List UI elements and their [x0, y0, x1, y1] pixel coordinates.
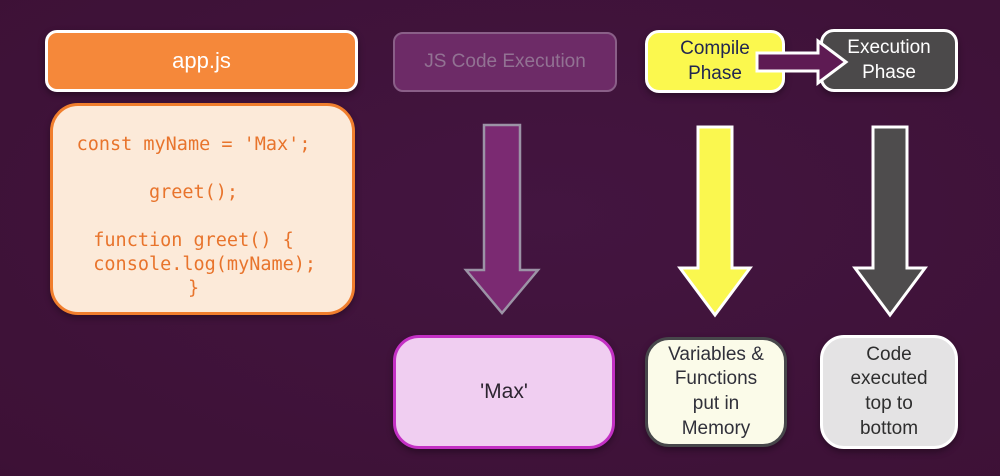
js-code-execution-label: JS Code Execution	[424, 51, 586, 72]
code-executed-label: Code executed top to bottom	[850, 343, 928, 439]
compile-phase-box: Compile Phase	[645, 30, 785, 93]
code-executed-box: Code executed top to bottom	[820, 335, 958, 449]
result-max-box: 'Max'	[393, 335, 615, 449]
memory-label: Variables & Functions put in Memory	[668, 343, 764, 439]
js-code-execution-box: JS Code Execution	[393, 32, 617, 92]
execution-phase-box: Execution Phase	[820, 29, 958, 92]
execution-phase-label: Execution Phase	[847, 37, 931, 83]
appjs-label: app.js	[172, 48, 231, 73]
result-max-label: 'Max'	[480, 380, 528, 403]
code-snippet-box: const myName = 'Max'; greet(); function …	[50, 103, 355, 315]
yellow-down-arrow	[677, 125, 753, 318]
gray-down-arrow	[852, 125, 928, 318]
appjs-box: app.js	[45, 30, 358, 92]
purple-down-arrow	[463, 123, 541, 315]
compile-phase-label: Compile Phase	[680, 38, 750, 84]
memory-box: Variables & Functions put in Memory	[645, 337, 787, 447]
code-snippet-text: const myName = 'Max'; greet(); function …	[76, 134, 317, 299]
